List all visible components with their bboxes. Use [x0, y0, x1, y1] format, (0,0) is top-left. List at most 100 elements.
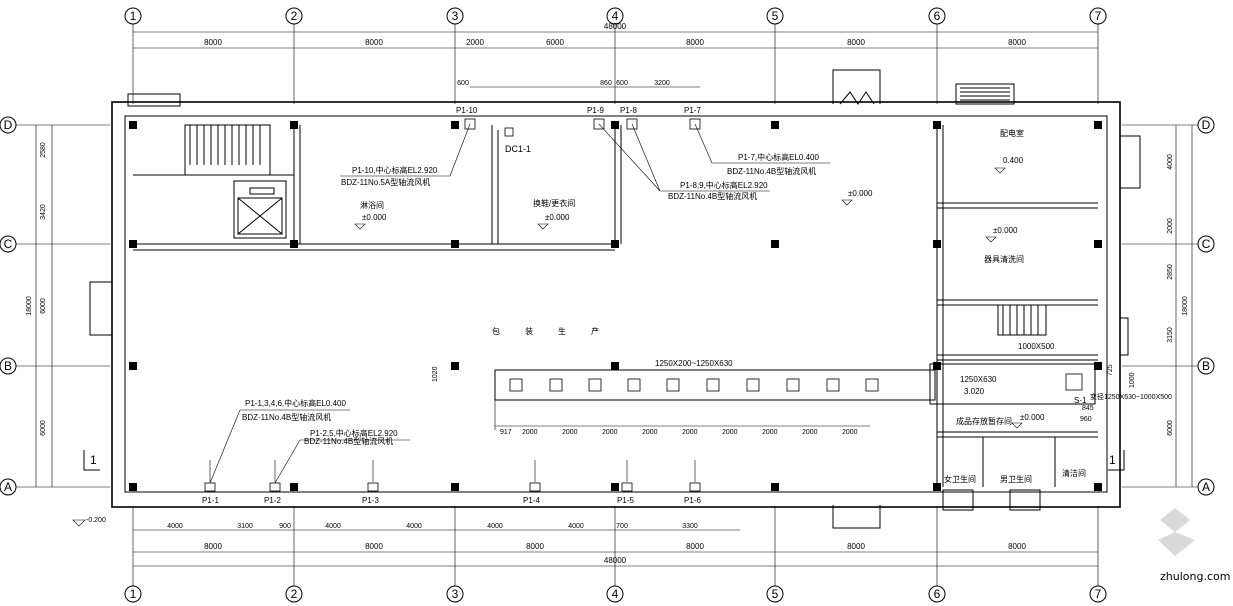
- svg-text:BDZ-11No.4B型轴流风机: BDZ-11No.4B型轴流风机: [304, 436, 393, 446]
- svg-text:BDZ-11No.4B型轴流风机: BDZ-11No.4B型轴流风机: [727, 166, 816, 176]
- svg-text:3200: 3200: [654, 80, 670, 87]
- svg-text:2: 2: [291, 587, 298, 601]
- svg-text:D: D: [1202, 118, 1211, 132]
- svg-text:1: 1: [1109, 453, 1116, 467]
- fan-p1-9: P1-9: [587, 106, 604, 115]
- room-labels: 淋浴间 换鞋/更衣间 包 装 生 产 配电室 器具清洗间 成品存放暂存间 女卫生…: [360, 128, 1086, 484]
- svg-text:18000: 18000: [1182, 296, 1189, 316]
- fan-p1-8: P1-8: [620, 106, 637, 115]
- svg-text:8000: 8000: [1008, 38, 1026, 47]
- svg-text:48000: 48000: [604, 556, 627, 565]
- svg-text:3100: 3100: [237, 523, 253, 530]
- svg-text:8000: 8000: [365, 38, 383, 47]
- svg-text:2000: 2000: [1167, 218, 1174, 234]
- svg-text:4000: 4000: [167, 523, 183, 530]
- fan-p1-3: P1-3: [362, 496, 379, 505]
- svg-text:8000: 8000: [526, 542, 544, 551]
- svg-text:8000: 8000: [847, 542, 865, 551]
- svg-text:8000: 8000: [686, 38, 704, 47]
- section-marks: 1 1: [83, 450, 1125, 471]
- svg-text:A: A: [1202, 480, 1210, 494]
- svg-text:2580: 2580: [40, 142, 47, 158]
- room-women-wc: 女卫生间: [944, 474, 976, 484]
- svg-text:P1-10,中心标高EL2.920: P1-10,中心标高EL2.920: [352, 165, 438, 175]
- bottom-dimension-text: 4000 3100 900 4000 4000 4000 4000 700 33…: [167, 523, 1026, 565]
- svg-text:4000: 4000: [568, 523, 584, 530]
- grid-lines: [16, 24, 1198, 586]
- svg-text:6000: 6000: [40, 298, 47, 314]
- svg-text:4000: 4000: [487, 523, 503, 530]
- axis-label-5: 5: [772, 9, 779, 23]
- dc1-1-label: DC1-1: [505, 144, 531, 154]
- svg-text:B: B: [1202, 359, 1210, 373]
- svg-text:700: 700: [616, 523, 628, 530]
- svg-text:600: 600: [457, 80, 469, 87]
- svg-text:-0.200: -0.200: [86, 517, 106, 524]
- svg-text:1: 1: [130, 587, 137, 601]
- watermark: zhulong.com: [1158, 508, 1230, 583]
- svg-text:P1-7,中心标高EL0.400: P1-7,中心标高EL0.400: [738, 152, 819, 162]
- svg-text:2000: 2000: [562, 429, 578, 436]
- svg-text:725: 725: [1107, 364, 1114, 376]
- svg-text:2000: 2000: [682, 429, 698, 436]
- svg-text:860: 860: [600, 80, 612, 87]
- svg-text:P1-2,5,中心标高EL2.920: P1-2,5,中心标高EL2.920: [310, 428, 398, 438]
- svg-text:2000: 2000: [642, 429, 658, 436]
- axis-label-4: 4: [612, 9, 619, 23]
- svg-text:8000: 8000: [204, 542, 222, 551]
- level-marks: ±0.000 ±0.000 ±0.000 0.400 ±0.000 ±0.000…: [72, 156, 1045, 527]
- duct-labels: 1250X200~1250X630 1250X630 1000X500 变径12…: [655, 342, 1172, 405]
- svg-text:8000: 8000: [204, 38, 222, 47]
- axis-bubbles-sides: D C B A D C B A: [0, 116, 1215, 496]
- svg-text:5: 5: [772, 587, 779, 601]
- svg-text:A: A: [4, 480, 12, 494]
- svg-text:8000: 8000: [847, 38, 865, 47]
- svg-text:2000: 2000: [722, 429, 738, 436]
- duct-spacing-dims: 917 2000 2000 2000 2000 2000 2000 2000 2…: [432, 364, 1136, 436]
- svg-text:48000: 48000: [604, 22, 627, 31]
- fan-p1-7: P1-7: [684, 106, 701, 115]
- room-dressing: 配电室: [1000, 128, 1024, 138]
- svg-text:2850: 2850: [1167, 264, 1174, 280]
- svg-text:P1-1,3,4,6,中心标高EL0.400: P1-1,3,4,6,中心标高EL0.400: [245, 398, 346, 408]
- svg-text:3420: 3420: [40, 204, 47, 220]
- svg-text:6000: 6000: [1167, 420, 1174, 436]
- svg-text:6000: 6000: [546, 38, 564, 47]
- bottom-dimension-lines: [133, 529, 1098, 567]
- svg-text:P1-8,9,中心标高EL2.920: P1-8,9,中心标高EL2.920: [680, 180, 768, 190]
- fan-notes: P1-10,中心标高EL2.920 BDZ-11No.5A型轴流风机 P1-7,…: [242, 152, 819, 446]
- svg-text:±0.000: ±0.000: [848, 189, 873, 198]
- room-men-wc: 男卫生间: [1000, 474, 1032, 484]
- svg-text:C: C: [1202, 237, 1211, 251]
- svg-text:6: 6: [934, 587, 941, 601]
- fan-p1-4: P1-4: [523, 496, 540, 505]
- top-dimension-lines: [133, 31, 1098, 88]
- right-dimension-text: 4000 2000 2850 3150 6000 18000: [1167, 154, 1189, 436]
- svg-text:3: 3: [452, 587, 459, 601]
- leader-lines: [209, 123, 830, 484]
- svg-text:±0.000: ±0.000: [1020, 413, 1045, 422]
- svg-text:BDZ-11No.5A型轴流风机: BDZ-11No.5A型轴流风机: [341, 177, 430, 187]
- svg-text:0.400: 0.400: [1003, 156, 1024, 165]
- reducer-label: 变径1250X630~1000X500: [1090, 392, 1172, 401]
- axis-label-1: 1: [130, 9, 137, 23]
- axis-bubbles-bottom: 1 2 3 4 5 6 7: [124, 585, 1107, 603]
- watermark-text: zhulong.com: [1160, 570, 1230, 583]
- svg-text:2000: 2000: [522, 429, 538, 436]
- fan-p1-2: P1-2: [264, 496, 281, 505]
- svg-text:2000: 2000: [602, 429, 618, 436]
- svg-text:4000: 4000: [325, 523, 341, 530]
- axis-label-7: 7: [1095, 9, 1102, 23]
- svg-text:4000: 4000: [406, 523, 422, 530]
- svg-text:D: D: [4, 118, 13, 132]
- fan-p1-5: P1-5: [617, 496, 634, 505]
- svg-text:8000: 8000: [1008, 542, 1026, 551]
- axis-label-2: 2: [291, 9, 298, 23]
- room-shower: 淋浴间: [360, 200, 384, 210]
- svg-text:2000: 2000: [842, 429, 858, 436]
- axis-label-6: 6: [934, 9, 941, 23]
- svg-text:1020: 1020: [432, 366, 439, 382]
- interior-walls: [133, 125, 1098, 487]
- svg-text:3300: 3300: [682, 523, 698, 530]
